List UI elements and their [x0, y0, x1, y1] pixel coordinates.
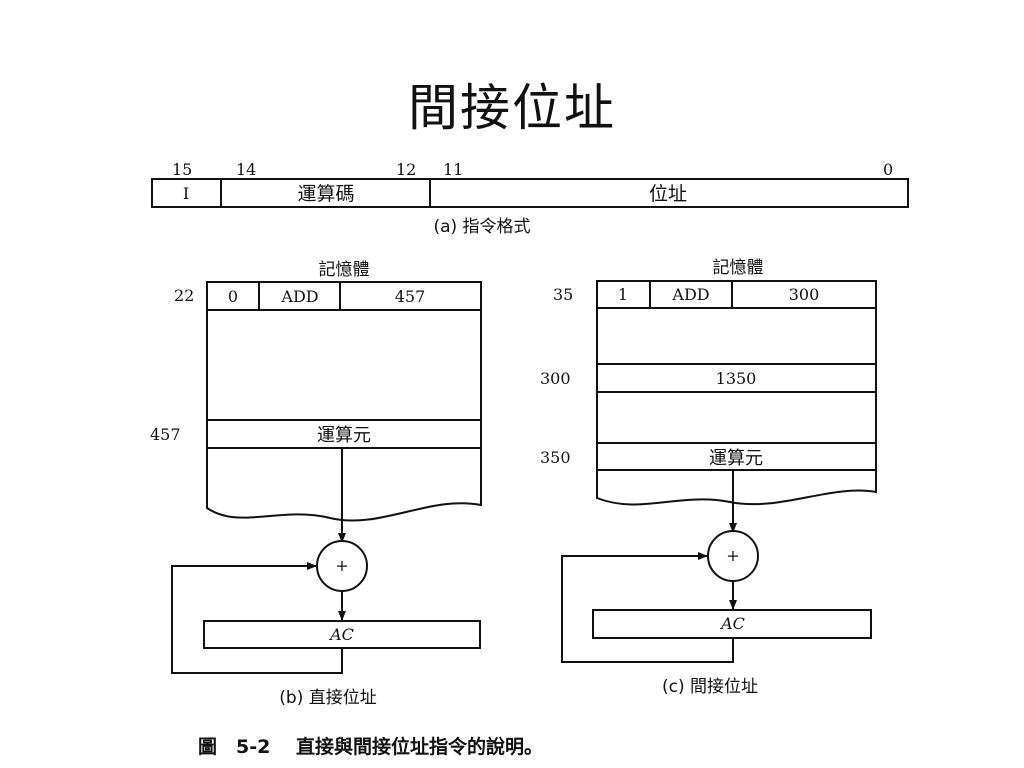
pointer-value: 1350 [716, 369, 757, 388]
ac-label: AC [719, 614, 745, 633]
memory-label: 記憶體 [319, 260, 370, 280]
memory-label: 記憶體 [713, 258, 764, 278]
operand-address: 457 [150, 425, 181, 444]
instruction-format: 15 14 12 11 0 I 運算碼 位址 (a) 指令格式 [151, 160, 909, 237]
caption-c: (c) 間接位址 [662, 677, 758, 697]
instruction-format-box [151, 178, 909, 208]
adder-symbol: + [335, 556, 348, 575]
bit-label-15: 15 [172, 160, 192, 179]
bit-label-11: 11 [443, 160, 463, 179]
field-opcode: 運算碼 [297, 183, 354, 205]
bit-label-0: 0 [883, 160, 893, 179]
instr-address: 35 [553, 285, 573, 304]
operand-label: 運算元 [709, 448, 763, 469]
instr-op: ADD [280, 287, 318, 306]
memory-block [596, 280, 877, 506]
direct-addressing: 記憶體 22 0 ADD 457 457 運算元 + AC (b) 直接位址 [150, 260, 482, 708]
figure-caption: 圖 5-2 直接與間接位址指令的說明。 [198, 735, 543, 758]
adder-symbol: + [726, 546, 739, 565]
field-i: I [183, 184, 189, 203]
caption-a: (a) 指令格式 [433, 217, 530, 237]
instr-i: 1 [618, 285, 628, 304]
caption-b: (b) 直接位址 [279, 688, 376, 708]
instr-address: 22 [174, 286, 194, 305]
feedback-loop [561, 552, 734, 663]
ac-label: AC [328, 625, 354, 644]
memory-block [206, 281, 482, 522]
operand-label: 運算元 [317, 425, 371, 446]
indirect-addressing: 記憶體 35 1 ADD 300 300 1350 350 運算元 + AC (… [540, 258, 877, 697]
instr-i: 0 [228, 287, 238, 306]
feedback-loop [171, 562, 343, 674]
instr-op: ADD [671, 285, 709, 304]
field-address: 位址 [649, 183, 687, 205]
slide-title: 間接位址 [408, 79, 616, 137]
operand-address: 350 [540, 448, 571, 467]
bit-label-12: 12 [396, 160, 416, 179]
instr-addr: 457 [395, 287, 426, 306]
instr-addr: 300 [789, 285, 820, 304]
pointer-address: 300 [540, 369, 571, 388]
bit-label-14: 14 [236, 160, 256, 179]
